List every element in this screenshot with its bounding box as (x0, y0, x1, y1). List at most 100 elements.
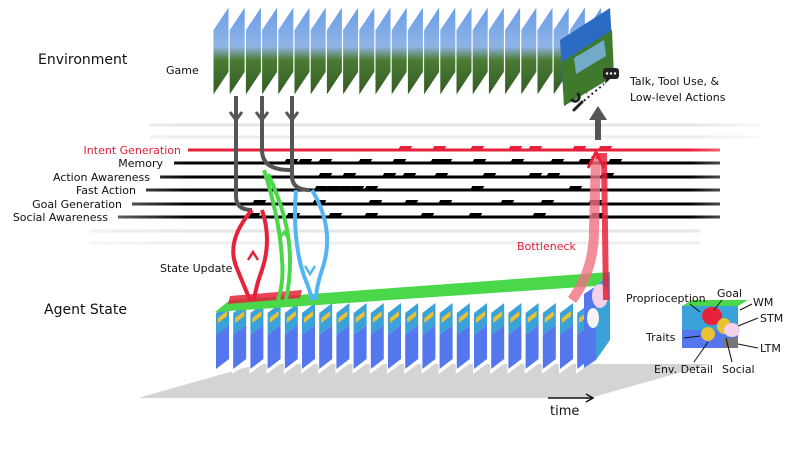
agent-state-slice (490, 300, 507, 374)
agent-state-slice (541, 300, 558, 374)
legend-leader (689, 303, 701, 313)
arrowhead-icon (228, 111, 244, 123)
environment-label: Environment (38, 52, 128, 68)
agent-state-slice (524, 300, 541, 374)
game-frame (406, 4, 424, 98)
track-event (368, 200, 383, 203)
arrowhead-icon (284, 111, 300, 123)
game-to-module-arrow (260, 96, 291, 172)
agent-state-slice (283, 300, 300, 374)
track-label-memory: Memory (118, 157, 163, 170)
track-label-social-awareness: Social Awareness (12, 211, 108, 224)
game-frame (471, 4, 489, 98)
legend-goal: Goal (717, 287, 743, 300)
track-event (546, 173, 561, 176)
agent-state-label: Agent State (44, 302, 127, 318)
track-event (342, 173, 357, 176)
state-update-arrow-green (262, 169, 285, 301)
arrowhead-icon (254, 111, 270, 123)
arrowhead-icon (585, 393, 595, 403)
arrowhead-icon (589, 106, 607, 120)
actions-label: Talk, Tool Use, & Low-level Actions (630, 75, 726, 104)
game-frame (439, 4, 457, 98)
arrowhead-icon (246, 249, 260, 261)
track-event (314, 186, 329, 189)
agent-state-slice (507, 300, 524, 374)
floor-plane (138, 364, 710, 398)
game-frame (487, 4, 505, 98)
agent-state-slice (301, 300, 317, 374)
game-frame (504, 4, 522, 98)
track-event (500, 200, 515, 203)
track-event (568, 186, 583, 189)
game-frame (261, 4, 279, 98)
legend-proprioception: Proprioception (626, 292, 706, 305)
game-frame (212, 4, 230, 98)
agent-state-slice (473, 300, 489, 374)
track-label-intent-generation: Intent Generation (83, 144, 181, 157)
track-event (578, 159, 593, 162)
track-event (508, 146, 523, 149)
track-event (434, 173, 449, 176)
legend-env-detail: Env. Detail (654, 363, 713, 376)
track-event (472, 159, 487, 162)
legend-leader (737, 343, 759, 349)
game-frame (390, 4, 408, 98)
agent-state-intent-strip (228, 290, 302, 304)
agent-state-slice (438, 300, 455, 374)
track-label-action-awareness: Action Awareness (52, 171, 150, 184)
dotted-connector (579, 83, 605, 105)
track-event (358, 159, 373, 162)
track-event (338, 186, 353, 189)
wrench-icon (570, 92, 584, 112)
track-event (438, 200, 453, 203)
agent-state-slice (266, 300, 283, 374)
game-frame (374, 4, 392, 98)
legend-stm: STM (760, 312, 784, 325)
track-event (392, 159, 407, 162)
track-event (432, 146, 447, 149)
track-event (572, 146, 587, 149)
track-event (470, 186, 485, 189)
state-update-arrow-red (231, 208, 254, 301)
track-event (532, 213, 547, 216)
game-frame (342, 4, 360, 98)
legend-ltm: LTM (760, 342, 781, 355)
bottleneck-label: Bottleneck (517, 240, 576, 253)
track-event (438, 159, 453, 162)
game-frame (358, 4, 376, 98)
legend-social: Social (722, 363, 755, 376)
track-social-awareness (118, 213, 720, 219)
track-event (540, 200, 555, 203)
agent-state-slice (249, 300, 266, 374)
track-event (298, 159, 313, 162)
track-event (420, 213, 435, 216)
track-label-goal-generation: Goal Generation (32, 198, 122, 211)
track-intent-generation (188, 146, 720, 152)
state-update-arrow-blue (293, 189, 314, 301)
track-goal-generation (132, 200, 720, 206)
legend-wm: WM (753, 296, 774, 309)
game-frame (228, 4, 246, 98)
track-memory (174, 159, 720, 165)
agent-state-slice (404, 300, 421, 374)
state-update-arrow-blue (310, 188, 330, 301)
agent-state-slice (318, 300, 335, 374)
track-event (402, 173, 417, 176)
legend-leader (739, 303, 753, 311)
state-update-arrow-green (266, 173, 293, 301)
time-label: time (550, 404, 580, 419)
track-event (350, 186, 365, 189)
game-frame (309, 4, 327, 98)
legend-leader (693, 341, 709, 363)
agent-state-slice (352, 300, 369, 374)
track-event (328, 213, 343, 216)
track-event (252, 200, 267, 203)
track-event (470, 146, 485, 149)
track-fast-action (146, 186, 720, 192)
agent-state-slice (369, 300, 386, 374)
track-event (318, 173, 333, 176)
game-frame (455, 4, 473, 98)
